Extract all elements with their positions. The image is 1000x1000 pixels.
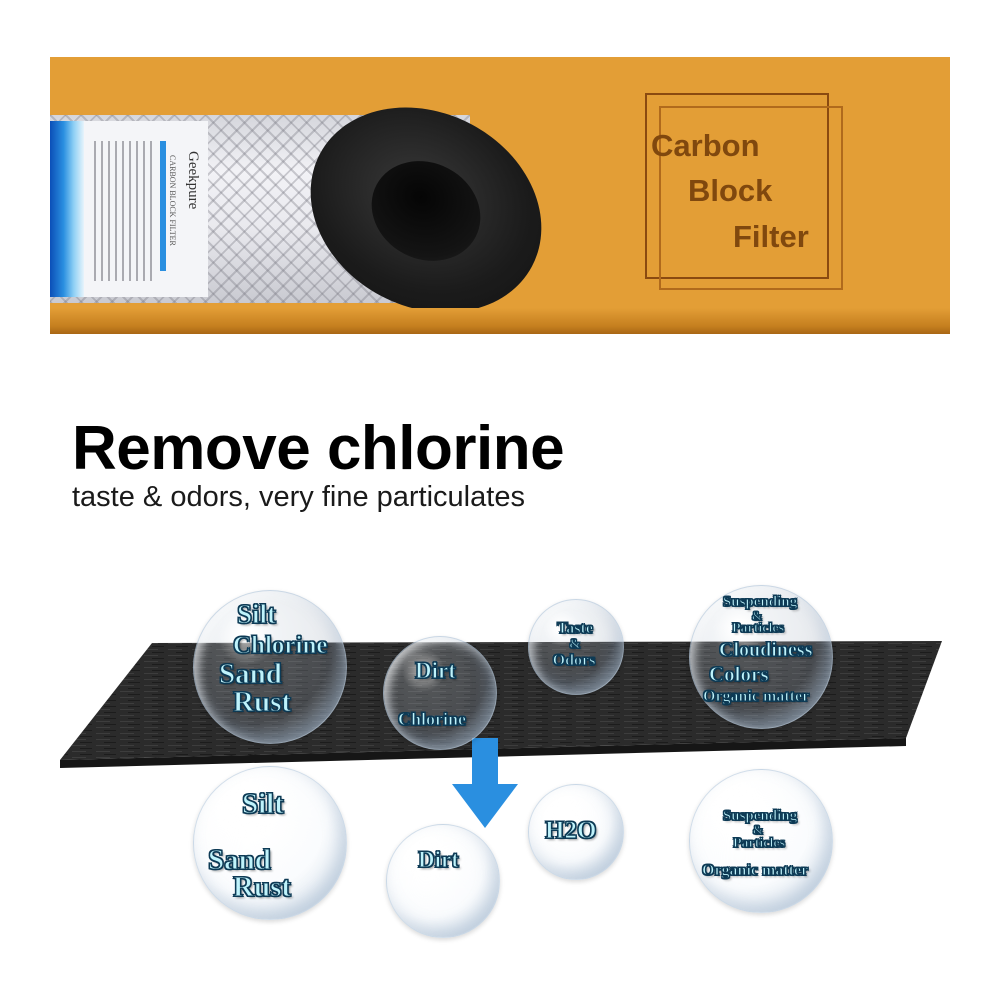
bubble-text: Dirt	[418, 847, 460, 872]
label-subtitle: CARBON BLOCK FILTER	[168, 155, 177, 246]
banner-title-line-1: Carbon	[651, 128, 760, 163]
arrow-down-icon	[452, 738, 518, 828]
bubble-contaminants-4	[689, 585, 833, 729]
bubble-passed-4	[689, 769, 833, 913]
bubble-text: Organic matter	[702, 688, 810, 705]
bubble-text: Particles	[731, 621, 785, 636]
product-banner: Geekpure CARBON BLOCK FILTER Carbon Bloc…	[50, 57, 950, 334]
label-brand: Geekpure	[185, 151, 201, 210]
banner-bottom-shadow	[50, 308, 950, 334]
headline: Remove chlorine	[72, 414, 565, 483]
bubble-text: Sand	[219, 658, 283, 690]
banner-title-line-2: Block	[688, 173, 773, 208]
bubble-text: Dirt	[415, 658, 457, 683]
bubble-text: Colors	[709, 662, 769, 686]
bubble-passed-2	[386, 824, 500, 938]
bubble-text: Cloudiness	[718, 639, 813, 661]
bubble-text: Particles	[732, 836, 786, 851]
bubble-text: Silt	[242, 788, 285, 820]
bubble-text: Odors	[552, 652, 596, 669]
bubble-text: Sand	[208, 844, 272, 876]
bubble-text: Chlorine	[397, 709, 467, 729]
bubble-text: Chlorine	[232, 632, 328, 659]
title-frame-outer	[645, 93, 829, 279]
banner-title-line-3: Filter	[733, 219, 809, 254]
label-fine-print	[94, 141, 156, 281]
label-wave-graphic	[50, 121, 84, 297]
bubble-text: &	[569, 637, 582, 652]
label-stripe	[160, 141, 166, 271]
title-frame-inner	[659, 106, 843, 290]
bubble-passed-3	[528, 784, 624, 880]
bubble-text: Taste	[557, 620, 594, 637]
bubble-text: &	[752, 822, 764, 837]
bubble-text: &	[751, 608, 763, 623]
bubble-text: Rust	[232, 686, 292, 718]
bubble-text: Rust	[232, 871, 292, 903]
bubble-text: Organic matter	[701, 862, 809, 879]
bubble-text: H2O	[544, 817, 597, 844]
bubble-text: Silt	[236, 599, 277, 629]
bubble-contaminants-2	[383, 636, 497, 750]
cartridge-label: Geekpure CARBON BLOCK FILTER	[50, 121, 208, 297]
subheadline: taste & odors, very fine particulates	[72, 481, 525, 513]
bubble-text: Suspending	[722, 808, 798, 824]
bubble-passed-1	[193, 766, 347, 920]
filter-cartridge-image: Geekpure CARBON BLOCK FILTER	[50, 68, 578, 334]
bubble-contaminants-1	[193, 590, 347, 744]
bubble-contaminants-3	[528, 599, 624, 695]
bubble-text: Suspending	[722, 594, 798, 610]
